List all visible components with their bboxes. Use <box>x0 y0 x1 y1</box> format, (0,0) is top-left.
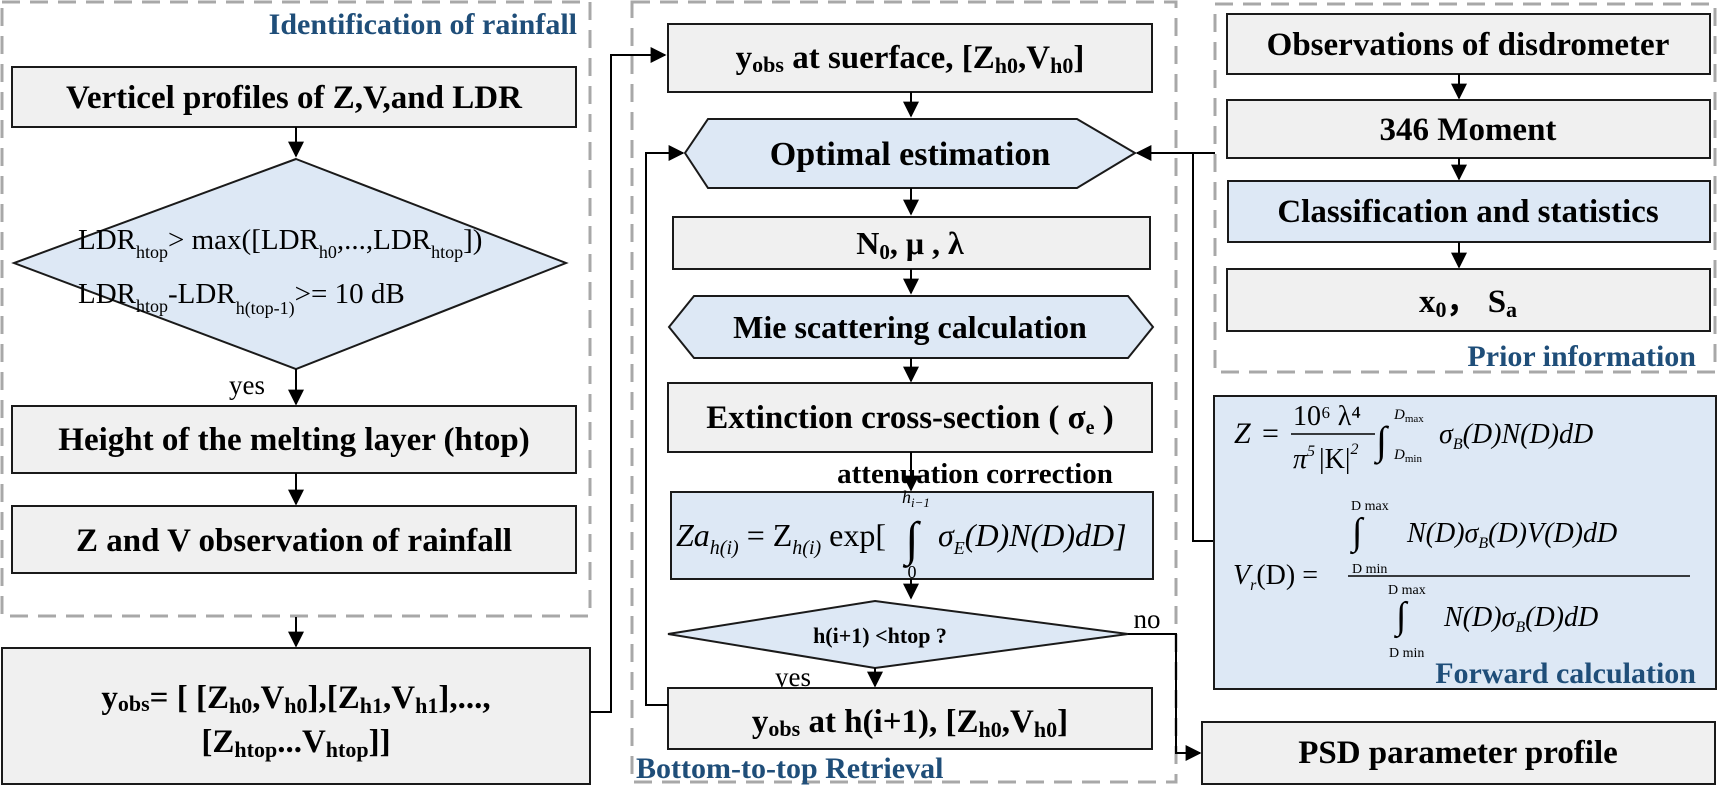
no-label: no <box>1134 604 1161 634</box>
node-prior-values: x0， Sa <box>1226 268 1711 332</box>
svg-text:346 Moment: 346 Moment <box>1380 112 1557 148</box>
svg-text:π5|K|2: π5|K|2 <box>1293 441 1358 475</box>
svg-text:N(D)σB(D)dD: N(D)σB(D)dD <box>1443 602 1598 636</box>
node-yobs-surface: yobs at suerface, [Zh0,Vh0] <box>667 23 1153 93</box>
svg-text:∫: ∫ <box>1373 418 1390 465</box>
svg-text:h(i+1) <htop ?: h(i+1) <htop ? <box>813 623 947 648</box>
svg-text:D min: D min <box>1352 562 1387 577</box>
svg-text:D min: D min <box>1389 646 1424 661</box>
svg-text:∫: ∫ <box>1350 511 1365 555</box>
integral-sign: ∫ <box>902 513 921 568</box>
svg-text:yobs at suerface, [Zh0,Vh0]: yobs at suerface, [Zh0,Vh0] <box>736 40 1085 78</box>
svg-text:σB(D)N(D)dD: σB(D)N(D)dD <box>1439 419 1593 453</box>
svg-text:=: = <box>1262 417 1279 450</box>
connector-loop-back <box>645 145 685 706</box>
svg-text:LDRhtop> max([LDRh0,...,LDRhto: LDRhtop> max([LDRh0,...,LDRhtop]) <box>78 224 482 262</box>
svg-text:LDRhtop-LDRh(top-1)>= 10 dB: LDRhtop-LDRh(top-1)>= 10 dB <box>78 278 405 319</box>
section-title-prior: Prior information <box>1467 340 1696 373</box>
node-attenuation-formula: Zah(i) = Zh(i) exp[ ∫ hi−1 0 σE(D)N(D)dD… <box>670 487 1154 582</box>
retrieval-group <box>630 0 1178 784</box>
svg-text:D max: D max <box>1351 499 1389 514</box>
svg-text:Extinction cross-section ( σe: Extinction cross-section ( σe ) <box>706 400 1114 439</box>
section-title-forward: Forward calculation <box>1435 657 1696 690</box>
svg-text:Mie scattering calculation: Mie scattering calculation <box>733 309 1087 345</box>
svg-text:D max: D max <box>1388 583 1426 598</box>
node-vertical-profiles: Verticel profiles of Z,V,and LDR <box>11 66 577 128</box>
node-mie-scattering: Mie scattering calculation <box>667 295 1155 359</box>
connector-forward-to-optimal <box>1192 153 1213 542</box>
svg-text:0: 0 <box>908 562 917 582</box>
prior-group <box>1213 2 1717 374</box>
node-disdrometer: Observations of disdrometer <box>1226 13 1711 75</box>
svg-text:N(D)σB(D)V(D)dD: N(D)σB(D)V(D)dD <box>1406 518 1617 552</box>
node-moment: 346 Moment <box>1226 99 1711 159</box>
svg-text:yobs= [ [Zh0,Vh0],[Zh1,Vh1],.: yobs= [ [Zh0,Vh0],[Zh1,Vh1],..., <box>101 680 490 718</box>
node-yobs-next-height: yobs at h(i+1), [Zh0,Vh0] <box>667 687 1153 750</box>
decision-htop: h(i+1) <htop ? <box>667 599 1129 670</box>
attenuation-correction-label: attenuation correction <box>837 458 1113 490</box>
node-melting-layer: Height of the melting layer (htop) <box>11 405 577 474</box>
svg-text:Zah(i) = Zh(i) exp[: Zah(i) = Zh(i) exp[ <box>676 517 886 559</box>
connector-no-to-psd <box>1128 633 1202 761</box>
section-title-identification: Identification of rainfall <box>269 8 577 41</box>
svg-text:PSD parameter profile: PSD parameter profile <box>1298 735 1618 771</box>
decision-ldr-condition: LDRhtop> max([LDRh0,...,LDRhtop]) LDRhto… <box>11 157 569 371</box>
svg-text:Classification and statistics: Classification and statistics <box>1277 194 1659 230</box>
connector-yobs-to-surface <box>590 47 667 713</box>
svg-text:Height of the melting layer (h: Height of the melting layer (htop) <box>58 422 529 458</box>
svg-text:σE(D)N(D)dD]: σE(D)N(D)dD] <box>938 517 1127 558</box>
node-extinction: Extinction cross-section ( σe ) <box>667 382 1153 453</box>
node-zv-observation: Z and V observation of rainfall <box>11 505 577 574</box>
svg-text:N0, μ , λ: N0, μ , λ <box>856 225 964 264</box>
svg-text:Dmin: Dmin <box>1393 447 1422 465</box>
svg-text:x0， Sa: x0， Sa <box>1419 284 1517 322</box>
svg-text:[Zhtop...Vhtop]]: [Zhtop...Vhtop]] <box>201 724 390 762</box>
svg-text:Vr(D) =: Vr(D) = <box>1233 560 1318 594</box>
svg-text:Optimal estimation: Optimal estimation <box>770 136 1051 173</box>
section-title-retrieval: Bottom-to-top Retrieval <box>636 752 943 785</box>
node-yobs-vector: yobs= [ [Zh0,Vh0],[Zh1,Vh1],..., [Zhtop.… <box>1 647 591 785</box>
svg-text:10⁶ λ⁴: 10⁶ λ⁴ <box>1293 401 1361 432</box>
node-optimal-estimation: Optimal estimation <box>683 118 1137 189</box>
node-psd-profile: PSD parameter profile <box>1201 721 1716 785</box>
node-classification: Classification and statistics <box>1227 180 1711 243</box>
svg-text:Observations of disdrometer: Observations of disdrometer <box>1267 27 1670 63</box>
svg-text:hi−1: hi−1 <box>902 487 930 510</box>
svg-text:Z: Z <box>1234 417 1251 450</box>
svg-text:Verticel profiles of Z,V,and: Verticel profiles of Z,V,and LDR <box>66 80 523 116</box>
svg-text:∫: ∫ <box>1394 595 1409 639</box>
node-forward-calculation: Z = 10⁶ λ⁴ π5|K|2 ∫ Dmax Dmin σB(D)N(D)d… <box>1213 395 1717 690</box>
identification-group <box>0 0 592 618</box>
yes-label-left: yes <box>229 370 265 400</box>
svg-text:Z and V observation of rainfal: Z and V observation of rainfall <box>76 523 512 559</box>
node-psd-params: N0, μ , λ <box>672 216 1151 270</box>
svg-text:yobs at h(i+1), [Zh0,Vh0]: yobs at h(i+1), [Zh0,Vh0] <box>752 704 1068 742</box>
svg-text:Dmax: Dmax <box>1393 407 1424 425</box>
